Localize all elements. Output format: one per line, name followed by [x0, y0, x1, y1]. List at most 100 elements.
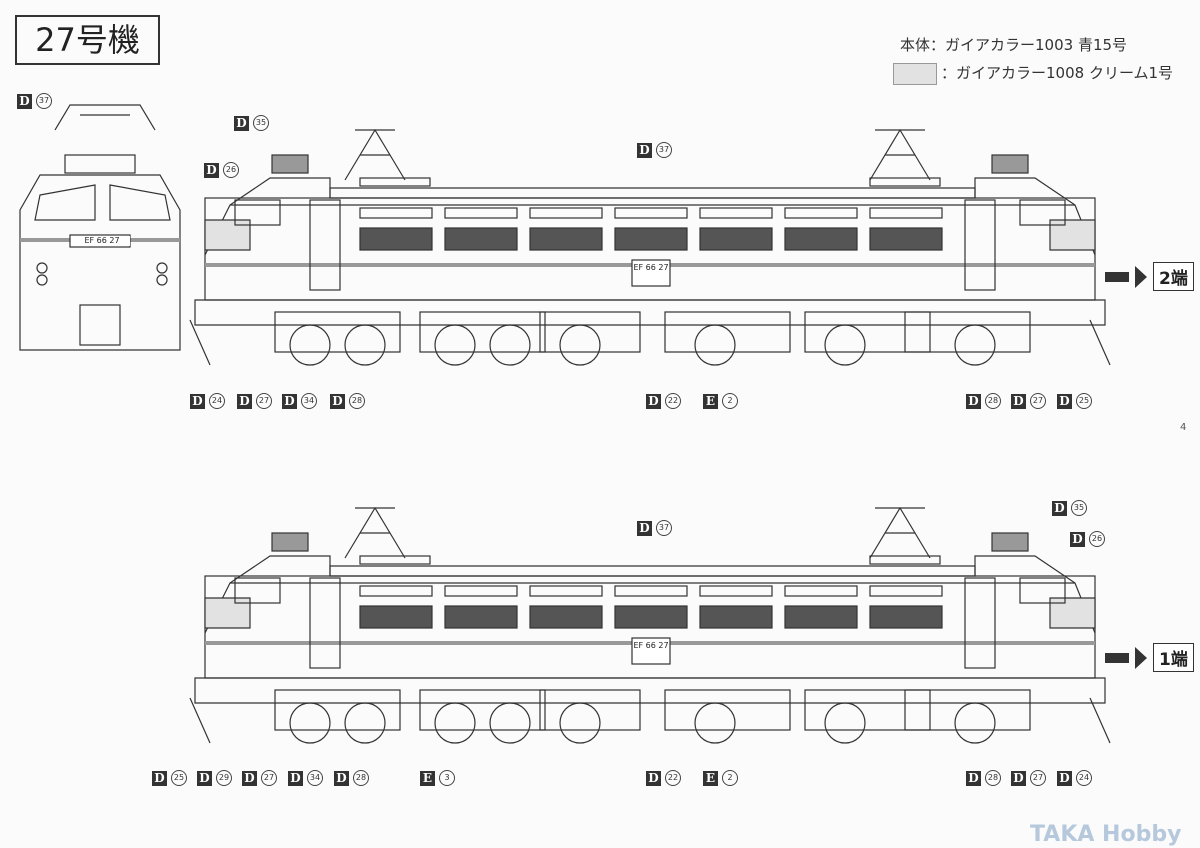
part-number: 28 [985, 770, 1001, 786]
page-title: 27号機 [15, 15, 160, 65]
page-number: 4 [1180, 422, 1187, 433]
part-sheet-letter: D [152, 770, 167, 786]
part-number: 29 [216, 770, 232, 786]
end-label: 2端 [1153, 262, 1194, 291]
part-number: 22 [665, 393, 681, 409]
part-sheet-letter: D [646, 770, 661, 786]
part-number: 24 [1076, 770, 1092, 786]
part-sheet-letter: D [288, 770, 303, 786]
part-number: 2 [722, 393, 738, 409]
part-number: 25 [1076, 393, 1092, 409]
part-number: 37 [656, 520, 672, 536]
arrow-shaft [1105, 652, 1129, 663]
part-sheet-letter: D [637, 142, 652, 158]
part-sheet-letter: D [237, 393, 252, 409]
part-sheet-letter: D [1057, 393, 1072, 409]
arrow-right-icon [1135, 265, 1147, 288]
front-number-plate: EF 66 27 [74, 236, 130, 246]
part-sheet-letter: D [334, 770, 349, 786]
legend-body-color: 本体：ガイアカラー1003 青15号 [900, 36, 1128, 54]
part-number: 27 [256, 393, 272, 409]
part-number: 34 [307, 770, 323, 786]
part-sheet-letter: D [17, 93, 32, 109]
part-number: 27 [1030, 393, 1046, 409]
end-indicator-1: 1端 [1105, 643, 1194, 672]
cream-swatch [893, 62, 937, 85]
part-number: 26 [1089, 531, 1105, 547]
part-sheet-letter: D [966, 393, 981, 409]
part-number: 34 [301, 393, 317, 409]
part-sheet-letter: D [234, 115, 249, 131]
side-number-plate-top: EF 66 27 [633, 263, 669, 273]
part-sheet-letter: D [1011, 770, 1026, 786]
arrow-shaft [1105, 271, 1129, 282]
part-number: 24 [209, 393, 225, 409]
part-number: 28 [349, 393, 365, 409]
part-sheet-letter: D [204, 162, 219, 178]
part-sheet-letter: E [703, 393, 718, 409]
legend-cream-color: ：ガイアカラー1008 クリーム1号 [893, 62, 1173, 85]
part-number: 27 [261, 770, 277, 786]
part-number: 28 [985, 393, 1001, 409]
part-sheet-letter: D [1011, 393, 1026, 409]
part-number: 37 [656, 142, 672, 158]
part-number: 25 [171, 770, 187, 786]
part-number: 22 [665, 770, 681, 786]
arrow-right-icon [1135, 646, 1147, 669]
part-sheet-letter: D [190, 393, 205, 409]
part-sheet-letter: D [646, 393, 661, 409]
part-sheet-letter: E [703, 770, 718, 786]
part-sheet-letter: D [330, 393, 345, 409]
part-sheet-letter: D [637, 520, 652, 536]
part-sheet-letter: D [1052, 500, 1067, 516]
part-number: 26 [223, 162, 239, 178]
part-sheet-letter: E [420, 770, 435, 786]
part-sheet-letter: D [1070, 531, 1085, 547]
watermark: TAKA Hobby [1030, 822, 1182, 847]
part-sheet-letter: D [282, 393, 297, 409]
part-number: 3 [439, 770, 455, 786]
part-number: 35 [1071, 500, 1087, 516]
part-number: 35 [253, 115, 269, 131]
legend-cream-text: ：ガイアカラー1008 クリーム1号 [941, 64, 1174, 82]
end-indicator-2: 2端 [1105, 262, 1194, 291]
part-number: 28 [353, 770, 369, 786]
part-sheet-letter: D [242, 770, 257, 786]
side-number-plate-bottom: EF 66 27 [633, 641, 669, 651]
part-sheet-letter: D [197, 770, 212, 786]
part-sheet-letter: D [1057, 770, 1072, 786]
end-label: 1端 [1153, 643, 1194, 672]
part-number: 37 [36, 93, 52, 109]
part-number: 2 [722, 770, 738, 786]
part-sheet-letter: D [966, 770, 981, 786]
part-number: 27 [1030, 770, 1046, 786]
